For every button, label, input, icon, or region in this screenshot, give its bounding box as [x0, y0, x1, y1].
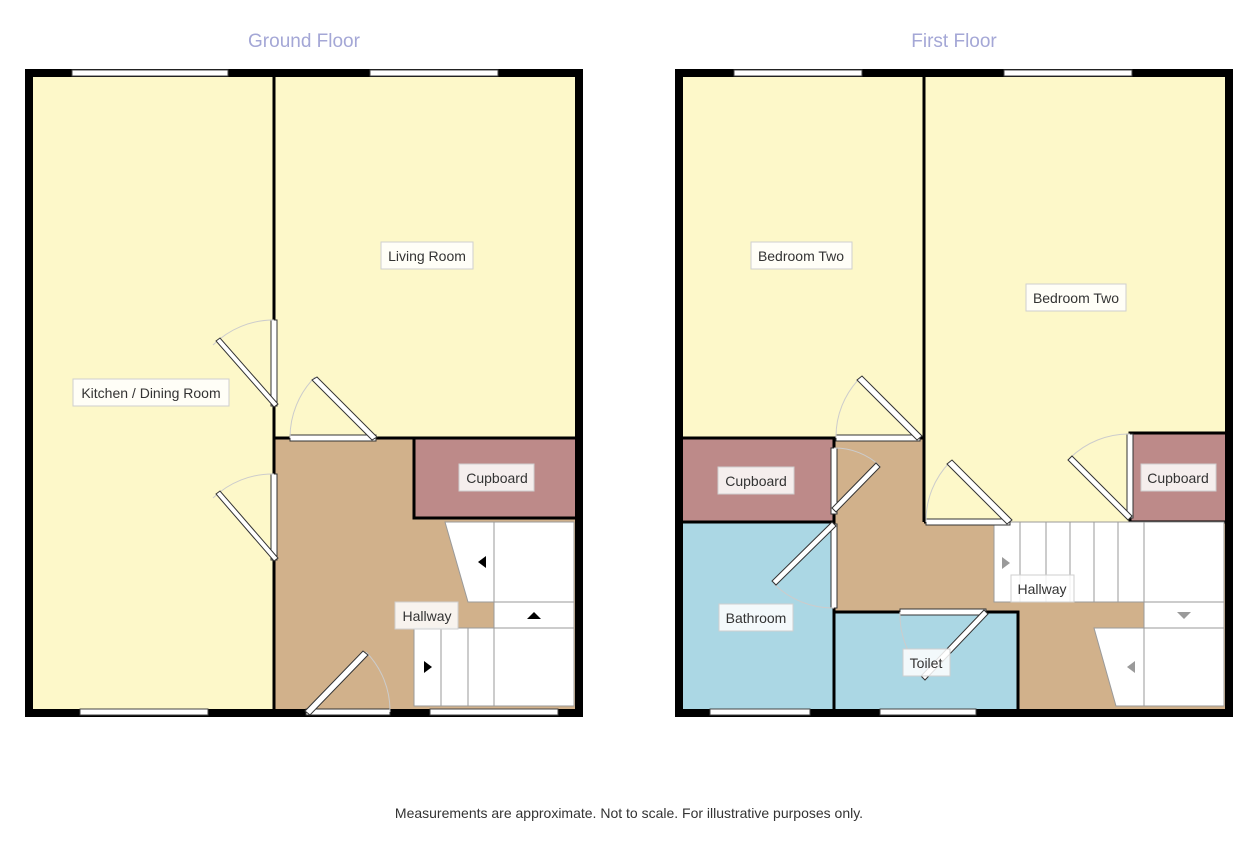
living-room-label: Living Room: [380, 241, 474, 270]
ground-floor-plan: Ground Floor: [25, 31, 583, 717]
stair-arrow-left-icon: [1127, 661, 1135, 673]
first-windows: [709, 69, 1133, 716]
first-cupboard-right-label: Cupboard: [1140, 463, 1217, 492]
ground-hallway-label: Hallway: [394, 601, 459, 630]
bedroom-right-recess: [924, 438, 1130, 522]
first-stairs: [993, 521, 1225, 707]
ground-hallway-name: Hallway: [402, 608, 451, 624]
bedroom-left-name: Bedroom Two: [758, 248, 844, 264]
stair-arrow-down-icon: [1177, 612, 1191, 619]
toilet-label: Toilet: [902, 648, 951, 677]
ground-outer-walls: [25, 69, 583, 717]
kitchen-dining-room-name: Kitchen / Dining Room: [81, 385, 220, 401]
stair-arrow-left-icon: [478, 556, 486, 568]
first-floor-title: First Floor: [911, 31, 997, 52]
stair-arrow-right-icon: [424, 661, 432, 673]
bedroom-right-name: Bedroom Two: [1033, 290, 1119, 306]
ground-stairs: [413, 521, 575, 707]
ground-windows: [71, 69, 559, 716]
toilet-name: Toilet: [910, 655, 943, 671]
disclaimer-text: Measurements are approximate. Not to sca…: [395, 805, 863, 821]
ground-cupboard-label: Cupboard: [458, 463, 535, 492]
bedroom-right-label: Bedroom Two: [1025, 283, 1127, 312]
kitchen-dining-label: Kitchen / Dining Room: [72, 378, 230, 407]
first-cupboard-left-name: Cupboard: [725, 473, 787, 489]
bathroom-label: Bathroom: [718, 603, 794, 632]
stair-arrow-right-icon: [1002, 557, 1010, 569]
bathroom-name: Bathroom: [726, 610, 787, 626]
first-cupboard-left-label: Cupboard: [717, 466, 795, 495]
ground-floor-title: Ground Floor: [248, 31, 361, 52]
living-room-name: Living Room: [388, 248, 466, 264]
bedroom-left-label: Bedroom Two: [750, 241, 853, 270]
ground-doors: [212, 319, 391, 716]
first-cupboard-right-name: Cupboard: [1147, 470, 1209, 486]
first-floor-plan: First Floor: [675, 31, 1233, 717]
first-hallway-name: Hallway: [1017, 581, 1066, 597]
first-hallway-label: Hallway: [1010, 574, 1075, 603]
stair-arrow-up-icon: [527, 612, 541, 619]
ground-cupboard-name: Cupboard: [466, 470, 528, 486]
